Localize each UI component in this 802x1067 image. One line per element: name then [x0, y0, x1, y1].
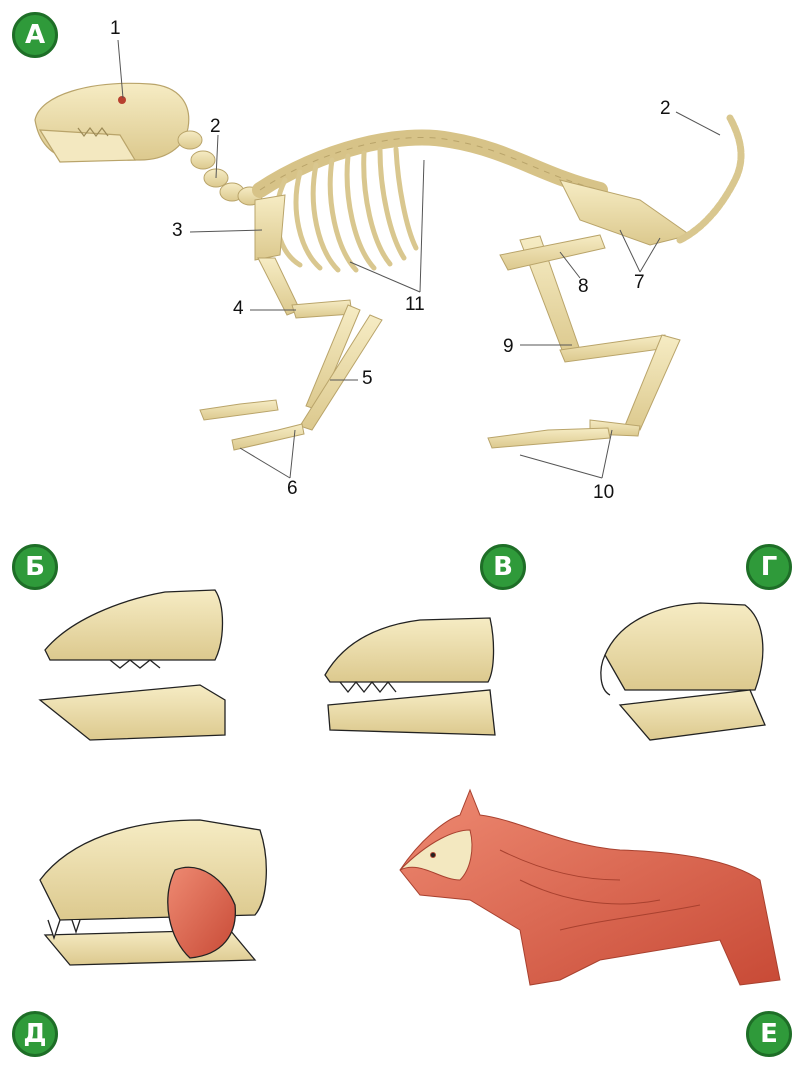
label-8: 8	[578, 276, 589, 298]
muscle-animal-e	[400, 790, 780, 985]
label-9: 9	[503, 336, 514, 358]
skeleton-spine	[260, 137, 600, 190]
panel-label-a: А	[12, 12, 58, 58]
label-4: 4	[233, 298, 244, 320]
label-3: 3	[172, 220, 183, 242]
skull-b	[40, 590, 225, 740]
panel-label-e: Е	[746, 1011, 792, 1057]
label-11: 11	[405, 294, 425, 316]
skeleton-hindlimb	[488, 180, 690, 448]
skull-d	[40, 820, 266, 965]
label-2-neck: 2	[210, 116, 221, 138]
skeleton-neck	[178, 131, 262, 205]
label-5: 5	[362, 368, 373, 390]
panel-label-g: Г	[746, 544, 792, 590]
skeleton-tail	[680, 118, 741, 240]
label-1: 1	[110, 18, 121, 40]
skull-v	[325, 618, 495, 735]
label-10: 10	[593, 482, 614, 504]
panel-label-d: Д	[12, 1011, 58, 1057]
panel-label-v: В	[480, 544, 526, 590]
skull-g	[601, 603, 765, 740]
label-7: 7	[634, 272, 645, 294]
panel-label-b: Б	[12, 544, 58, 590]
label-6: 6	[287, 478, 298, 500]
label-2-tail: 2	[660, 98, 671, 120]
skeleton-skull	[35, 83, 189, 162]
